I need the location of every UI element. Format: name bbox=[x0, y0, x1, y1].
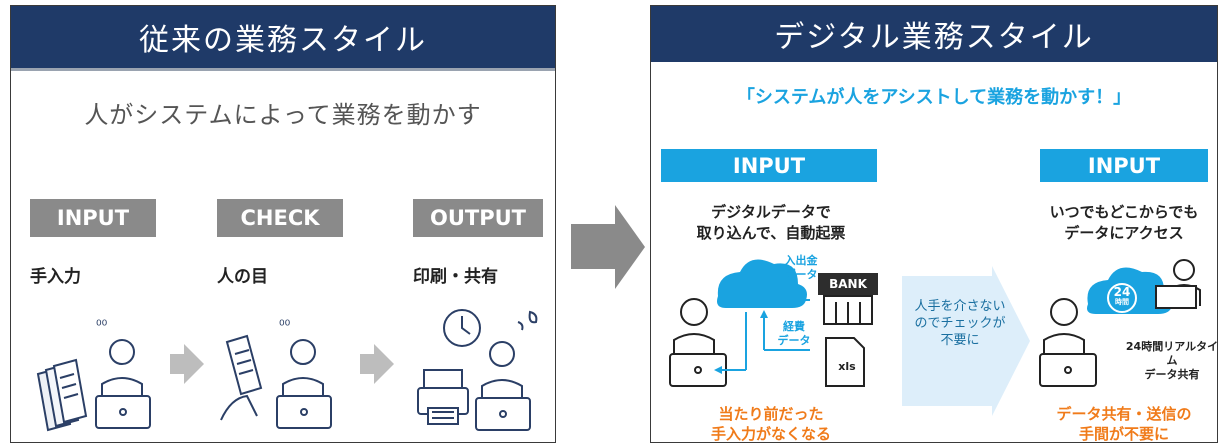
flow-arrow-1-icon bbox=[184, 344, 204, 384]
digital-input-desc-2-line1: いつでもどこからでも bbox=[1049, 203, 1199, 221]
realtime-share-caption-line2: データ共有 bbox=[1144, 368, 1200, 381]
no-check-arrow-icon bbox=[992, 266, 1030, 416]
no-check-caption-line1: 人手を介さない bbox=[914, 299, 1006, 314]
realtime-share-illustration bbox=[1039, 259, 1201, 387]
legacy-style-subtitle: 人がシステムによって業務を動かす bbox=[84, 101, 482, 129]
flow-arrow-2-tail bbox=[360, 354, 374, 374]
transition-arrow-tail bbox=[571, 224, 615, 269]
benefit-2-line1: データ共有・送信の bbox=[1056, 405, 1192, 423]
benefit-2-line2: 手間が不要に bbox=[1078, 425, 1169, 443]
no-check-arrow-body bbox=[902, 276, 992, 406]
clock-24-icon: 24 時間 bbox=[1110, 286, 1134, 306]
xls-file-icon: xls bbox=[838, 360, 856, 373]
no-check-caption-line3: 不要に bbox=[940, 333, 980, 348]
human-check-illustration: ⁰⁰ bbox=[220, 318, 332, 429]
print-share-illustration bbox=[417, 309, 538, 431]
stage-input-label: INPUT bbox=[30, 199, 156, 237]
clock-24-number: 24 bbox=[1113, 285, 1131, 299]
digital-input-bar-1: INPUT bbox=[661, 149, 877, 182]
expense-flow-label: 経費 データ bbox=[774, 320, 814, 348]
flow-arrow-1-tail bbox=[170, 354, 184, 374]
stage-output-label: OUTPUT bbox=[413, 199, 543, 237]
bank-flow-label-line1: 入出金 bbox=[784, 254, 818, 267]
no-check-caption: 人手を介さない のでチェックが 不要に bbox=[895, 298, 1025, 349]
auto-journal-illustration bbox=[669, 259, 873, 387]
svg-text:⁰⁰: ⁰⁰ bbox=[96, 318, 108, 334]
digital-input-desc-2-line2: データにアクセス bbox=[1064, 224, 1184, 242]
benefit-no-manual-input: 当たり前だった 手入力がなくなる bbox=[661, 404, 881, 444]
digital-input-desc-1-line1: デジタルデータで bbox=[711, 203, 831, 221]
digital-input-desc-2: いつでもどこからでも データにアクセス bbox=[1030, 202, 1218, 244]
bank-flow-label: 入出金 データ bbox=[776, 254, 826, 282]
bank-flow-label-line2: データ bbox=[784, 268, 818, 281]
digital-style-title: デジタル業務スタイル bbox=[651, 6, 1217, 62]
digital-input-desc-1-line2: 取り込んで、自動起票 bbox=[696, 224, 846, 242]
bank-icon: BANK bbox=[818, 273, 878, 295]
benefit-1-line1: 当たり前だった bbox=[718, 405, 824, 423]
realtime-share-caption: 24時間リアルタイム データ共有 bbox=[1124, 340, 1220, 382]
flow-arrow-2-icon bbox=[374, 344, 394, 384]
digital-style-subtitle: 「システムが人をアシストして業務を動かす！」 bbox=[736, 87, 1132, 108]
expense-flow-label-line2: データ bbox=[777, 334, 811, 347]
realtime-share-caption-line1: 24時間リアルタイム bbox=[1125, 340, 1219, 367]
benefit-no-sharing-effort: データ共有・送信の 手間が不要に bbox=[1030, 404, 1218, 444]
expense-flow-label-line1: 経費 bbox=[783, 320, 805, 333]
digital-input-desc-1: デジタルデータで 取り込んで、自動起票 bbox=[661, 202, 881, 244]
stage-check-label: CHECK bbox=[217, 199, 343, 237]
benefit-1-line2: 手入力がなくなる bbox=[710, 425, 831, 443]
stage-output-desc: 印刷・共有 bbox=[413, 267, 498, 287]
legacy-style-title: 従来の業務スタイル bbox=[11, 6, 555, 71]
no-check-caption-line2: のでチェックが bbox=[914, 316, 1006, 331]
clock-24-caption: 時間 bbox=[1115, 298, 1129, 306]
transition-arrow-icon bbox=[615, 205, 645, 289]
stage-check-desc: 人の目 bbox=[217, 267, 268, 287]
stage-input-desc: 手入力 bbox=[30, 267, 81, 287]
manual-input-illustration: ⁰⁰ bbox=[36, 318, 151, 432]
digital-input-bar-2: INPUT bbox=[1040, 149, 1208, 182]
svg-text:⁰⁰: ⁰⁰ bbox=[279, 318, 291, 334]
